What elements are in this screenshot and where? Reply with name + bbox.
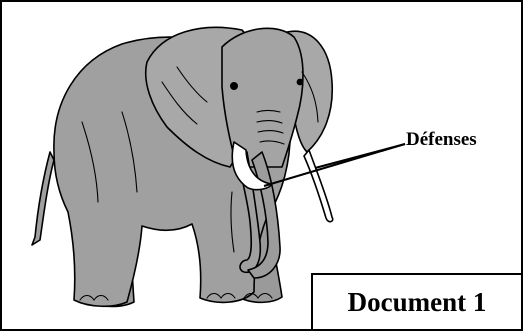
elephant-eye-left xyxy=(231,83,237,89)
elephant-tail xyxy=(32,152,54,245)
tusk-right xyxy=(304,150,333,222)
document-label-box: Document 1 xyxy=(311,273,521,329)
document-label: Document 1 xyxy=(348,287,487,318)
tusk-label: Défenses xyxy=(406,130,477,149)
elephant-eye-right xyxy=(297,79,302,84)
pointer-line-right-tusk xyxy=(315,144,405,168)
